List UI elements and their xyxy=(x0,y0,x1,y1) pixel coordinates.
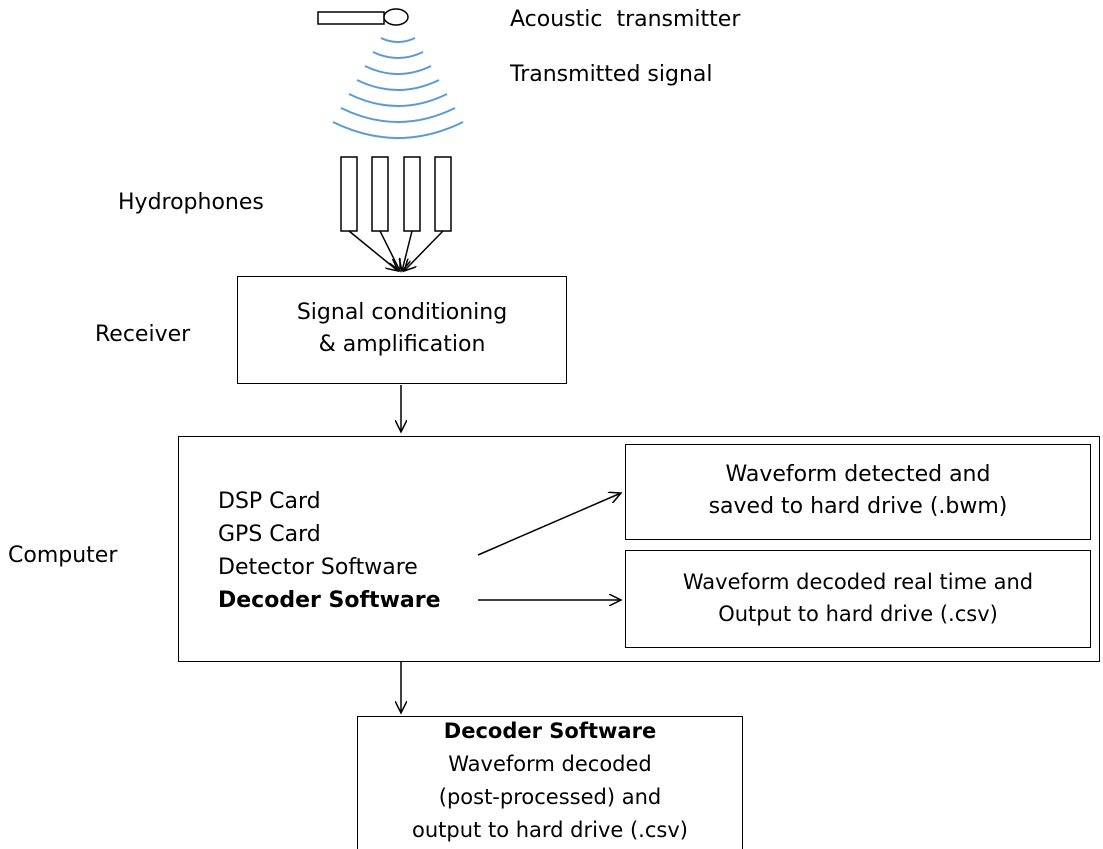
receiver-line-1: Signal conditioning xyxy=(296,300,508,325)
waveform-detected-text: Waveform detected and saved to hard driv… xyxy=(626,459,1090,523)
postprocess-box: Decoder Software Waveform decoded (post-… xyxy=(357,716,743,849)
computer-components-list: DSP Card GPS Card Detector Software Deco… xyxy=(218,485,441,617)
waveform-realtime-line-1: Waveform decoded real time and xyxy=(682,570,1034,594)
acoustic-transmitter-label: Acoustic transmitter xyxy=(510,7,741,32)
postprocess-line-1: Waveform decoded xyxy=(448,752,652,776)
waveform-realtime-box: Waveform decoded real time and Output to… xyxy=(625,550,1091,648)
receiver-box: Signal conditioning & amplification xyxy=(237,276,567,384)
computer-label: Computer xyxy=(8,543,118,568)
postprocess-line-2: (post-processed) and xyxy=(438,785,662,809)
postprocess-line-3: output to hard drive (.csv) xyxy=(412,818,688,842)
hydrophone-arrows xyxy=(348,230,444,271)
receiver-box-text: Signal conditioning & amplification xyxy=(238,297,566,361)
waveform-detected-line-2: saved to hard drive (.bwm) xyxy=(708,494,1008,519)
arrow-to-waveform-detected xyxy=(477,493,621,556)
computer-item-dsp-card: DSP Card xyxy=(218,489,321,514)
postprocess-title: Decoder Software xyxy=(443,719,657,743)
waveform-detected-box: Waveform detected and saved to hard driv… xyxy=(625,444,1091,540)
signal-waves xyxy=(332,37,464,139)
hydrophone-icon xyxy=(340,156,452,232)
waveform-realtime-line-2: Output to hard drive (.csv) xyxy=(718,602,998,626)
waveform-realtime-text: Waveform decoded real time and Output to… xyxy=(626,566,1090,630)
computer-item-detector-software: Detector Software xyxy=(218,555,418,580)
computer-item-decoder-software: Decoder Software xyxy=(218,588,441,613)
receiver-line-2: & amplification xyxy=(318,332,486,357)
computer-box xyxy=(178,436,1100,662)
computer-item-gps-card: GPS Card xyxy=(218,522,321,547)
transmitter-icon xyxy=(317,8,409,26)
waveform-detected-line-1: Waveform detected and xyxy=(725,462,991,487)
transmitted-signal-label: Transmitted signal xyxy=(510,62,713,87)
postprocess-text: Decoder Software Waveform decoded (post-… xyxy=(358,715,742,847)
receiver-label: Receiver xyxy=(95,322,191,347)
hydrophones-label: Hydrophones xyxy=(118,190,264,215)
